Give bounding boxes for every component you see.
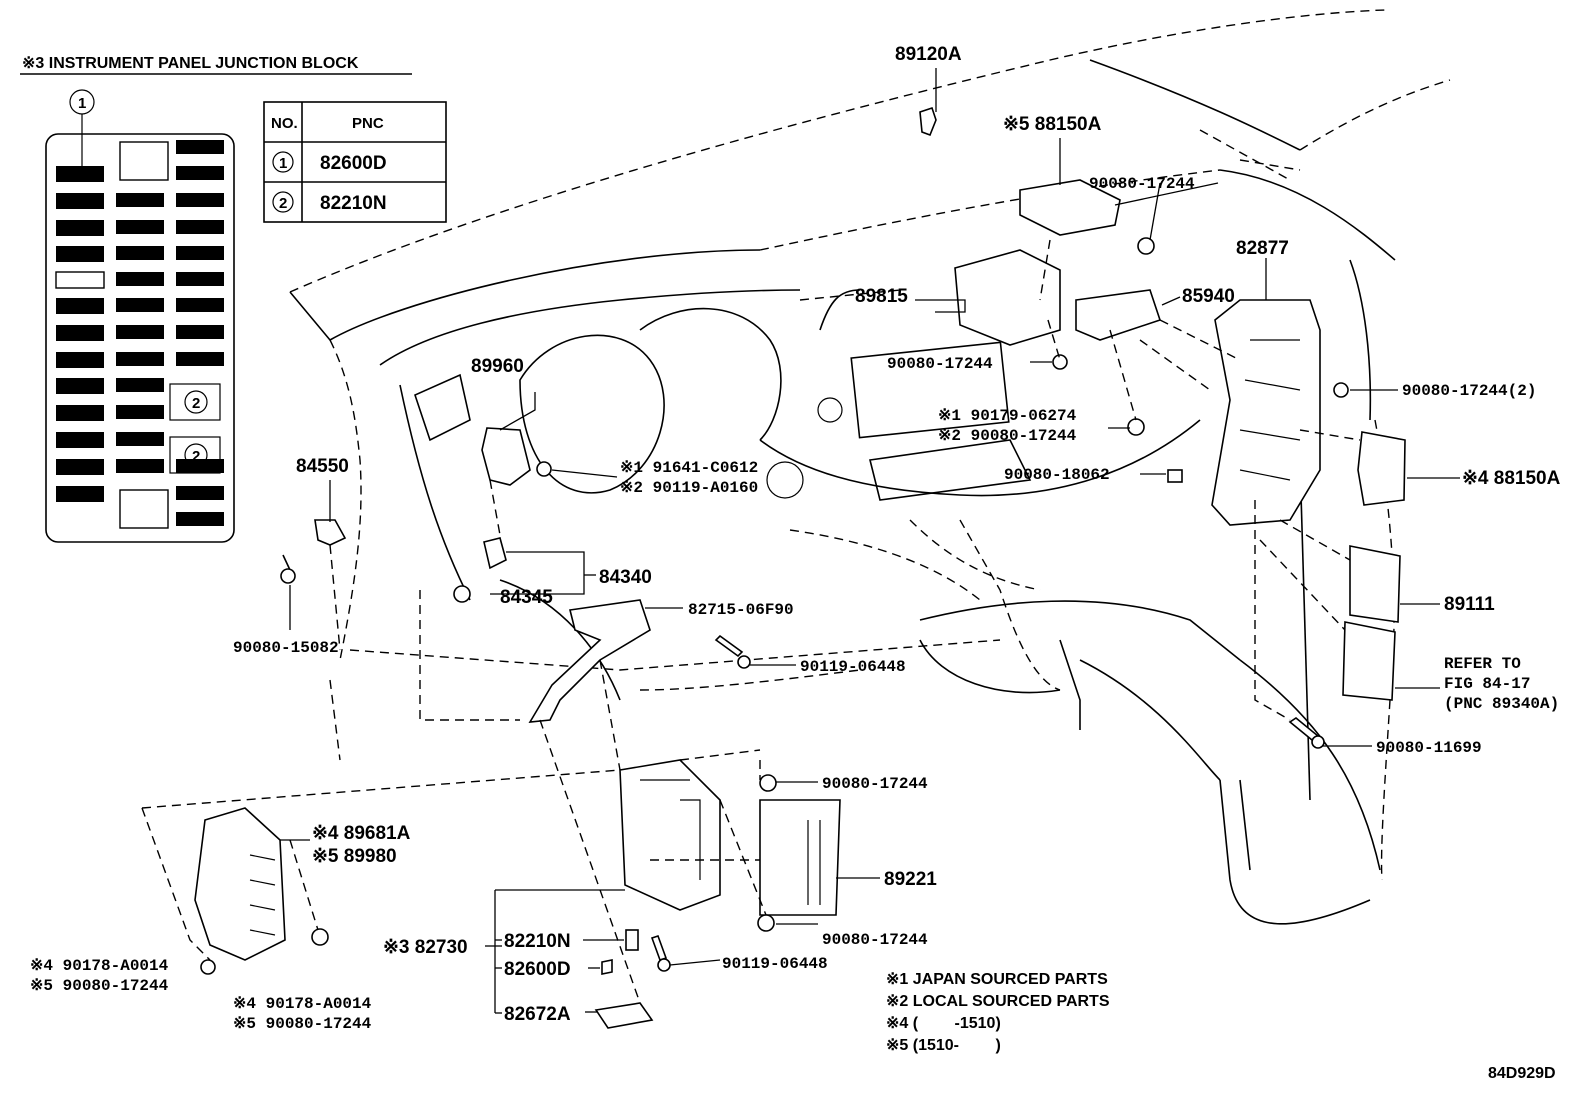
label-90080-15082: 90080-15082 [233,639,339,657]
label-89221: 89221 [884,869,937,890]
note-line: ※5 (1510- ) [886,1037,1001,1054]
pnc-table-row-pnc: 82210N [320,193,387,214]
label-82730: ※3 82730 [383,937,468,958]
part-82730-shape [619,759,721,911]
part-89815-shape [954,249,1061,346]
part-89681a-shape [194,807,286,961]
part-89340a-shape [1342,621,1396,701]
pnc-table-header-pnc: PNC [352,115,384,132]
marker-1: 1 [78,95,86,112]
label-88150a-4: ※4 88150A [1462,468,1561,489]
diagram-id: 84D929D [1488,1065,1556,1082]
label-90080-17244-c: 90080-17244 [822,931,928,949]
label-89120a: 89120A [895,44,962,65]
pnc-table-row-no: 2 [279,195,287,212]
components [194,106,1406,1029]
part-82672a-shape [594,1002,654,1029]
label-90080-17244-top: 90080-17244 [1089,175,1195,193]
part-84340-shape [483,537,507,570]
part-89221-shape [759,799,841,916]
label-90080-17244-mid2: ※2 90080-17244 [938,427,1077,445]
label-90119-06448-a: 90119-06448 [800,658,906,676]
label-90080-18062: 90080-18062 [1004,466,1110,484]
leader-lines [141,68,1460,1014]
label-84340: 84340 [599,567,652,588]
marker-2a: 2 [192,395,200,412]
label-82877: 82877 [1236,238,1289,259]
part-89111-shape [1349,545,1401,623]
part-82877-shape [1211,299,1321,526]
label-89980: ※5 89980 [312,846,397,867]
label-89960: 89960 [471,356,524,377]
label-91641-c0612: ※1 91641-C0612 [620,459,758,477]
part-89960-shape [481,427,531,486]
label-89815: 89815 [855,286,908,307]
pnc-table: NO. PNC 1 82600D 2 82210N [263,101,447,223]
label-90080-17244-mid: 90080-17244 [887,355,993,373]
part-88150a-right-shape [1357,431,1406,506]
label-refer-to: REFER TO [1444,655,1521,673]
label-90080-17244-right: ※5 90080-17244 [233,1015,372,1033]
label-89111: 89111 [1444,594,1495,615]
pnc-table-header-no: NO. [271,115,298,132]
part-88150a-top-shape [1019,179,1121,236]
label-90080-17244-b: 90080-17244 [822,775,928,793]
label-82715-06f90: 82715-06F90 [688,601,794,619]
label-84550: 84550 [296,456,349,477]
label-89681a: ※4 89681A [312,823,411,844]
junction-block-inset: ※3 INSTRUMENT PANEL JUNCTION BLOCK 1 [20,55,412,543]
pnc-table-row-no: 1 [279,155,287,172]
label-refer-fig: FIG 84-17 [1444,675,1530,693]
label-refer-pnc: (PNC 89340A) [1444,695,1559,713]
label-90080-17244-left: ※5 90080-17244 [30,977,169,995]
label-85940: 85940 [1182,286,1235,307]
part-85940-shape [1075,289,1162,341]
junction-block-title: ※3 INSTRUMENT PANEL JUNCTION BLOCK [22,55,359,72]
label-88150a-5: ※5 88150A [1003,114,1102,135]
part-labels: 89120A ※5 88150A 90080-17244 82877 85940… [30,44,1561,1033]
label-90119-a0160: ※2 90119-A0160 [620,479,758,497]
label-90178-a0014-right: ※4 90178-A0014 [233,995,372,1013]
part-89120a-shape [919,106,937,137]
label-82672a: 82672A [504,1004,571,1025]
label-90179-06274: ※1 90179-06274 [938,407,1077,425]
marker-2b: 2 [192,448,200,465]
note-line: ※1 JAPAN SOURCED PARTS [886,971,1108,988]
part-84550-shape [314,519,347,546]
note-line: ※2 LOCAL SOURCED PARTS [886,993,1110,1010]
label-90080-11699: 90080-11699 [1376,739,1482,757]
label-90119-06448-b: 90119-06448 [722,955,828,973]
label-82600d: 82600D [504,959,571,980]
label-90080-17244-2: 90080-17244(2) [1402,382,1536,400]
sourcing-notes: ※1 JAPAN SOURCED PARTS ※2 LOCAL SOURCED … [886,971,1110,1054]
note-line: ※4 ( -1510) [886,1015,1001,1032]
label-84345: 84345 [500,587,553,608]
pnc-table-row-pnc: 82600D [320,153,387,174]
part-82715-shape [528,599,651,723]
dashboard-outline [289,9,1451,925]
fuse-grid [55,140,224,529]
label-90178-a0014-left: ※4 90178-A0014 [30,957,169,975]
label-82210n: 82210N [504,931,571,952]
